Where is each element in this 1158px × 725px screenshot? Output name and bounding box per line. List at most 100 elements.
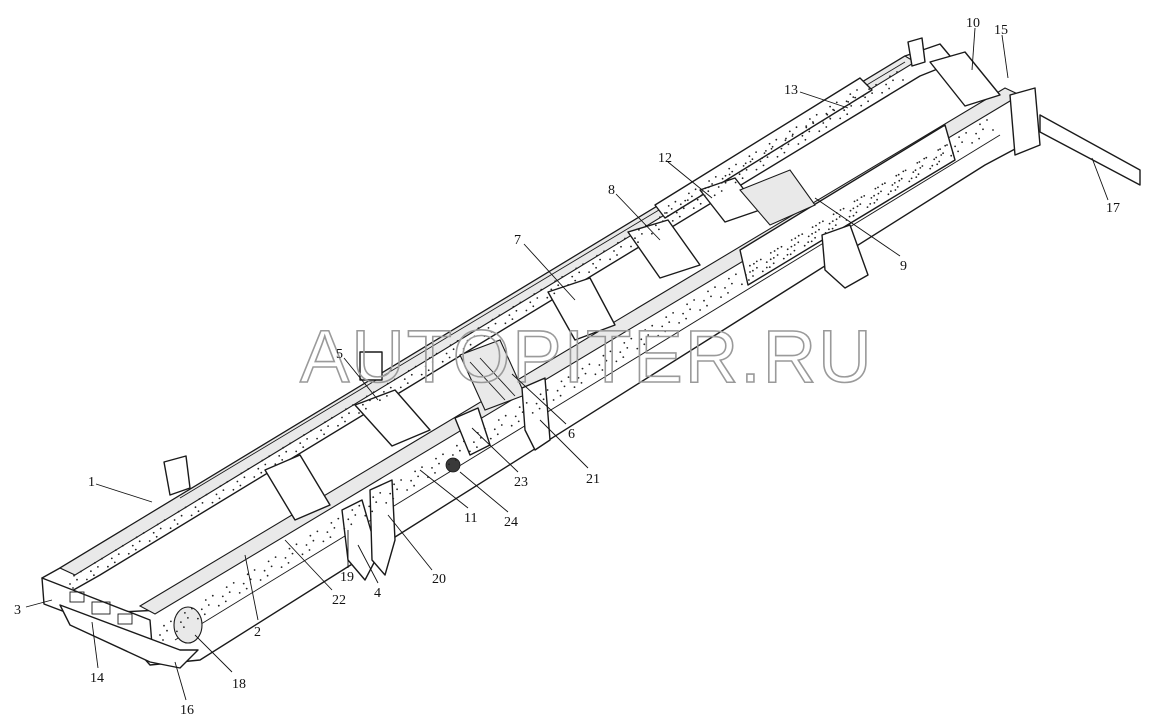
rivet-hole	[759, 258, 762, 261]
rivet-hole	[535, 402, 538, 405]
rivet-hole	[532, 305, 535, 308]
cross-member-7	[547, 277, 616, 341]
leader-16	[174, 661, 187, 701]
rivet-hole	[897, 173, 900, 176]
front-upright-post	[163, 455, 191, 496]
rivet-hole	[385, 502, 388, 504]
rivet-hole	[877, 192, 880, 195]
rivet-hole	[875, 83, 877, 86]
rivet-hole	[556, 389, 559, 392]
rivet-hole	[807, 235, 810, 238]
rivet-hole	[788, 140, 790, 143]
rivet-hole	[588, 271, 590, 273]
rivet-hole	[919, 167, 922, 169]
rivet-hole	[207, 604, 210, 606]
rivet-hole	[257, 467, 260, 470]
rivet-hole	[790, 239, 793, 241]
rivet-hole	[896, 71, 898, 73]
rivet-hole	[345, 408, 347, 411]
rivet-hole	[694, 188, 697, 191]
leader-3	[25, 599, 53, 608]
rivet-hole	[399, 386, 402, 389]
rivet-hole	[268, 455, 271, 458]
front-bumper-hole-3	[117, 613, 133, 625]
callout-24: 24	[504, 515, 518, 530]
rear-spring-bracket-upper	[739, 169, 816, 226]
rivet-hole	[203, 613, 206, 616]
rivet-hole	[682, 207, 685, 210]
rivet-hole	[301, 553, 304, 556]
rivet-hole	[661, 325, 664, 328]
cross-member-5	[354, 389, 431, 447]
rivet-hole	[184, 506, 187, 509]
rivet-hole	[329, 536, 332, 538]
rivet-hole	[571, 275, 574, 278]
rivet-hole	[371, 510, 374, 513]
cross-member-8	[627, 219, 701, 279]
rivet-hole	[888, 87, 890, 90]
rivet-hole	[756, 266, 758, 269]
rivet-hole	[599, 258, 601, 261]
rivet-hole	[477, 327, 480, 329]
rivet-hole	[114, 549, 117, 551]
rivet-hole	[825, 126, 828, 128]
rivet-hole	[261, 459, 264, 462]
rivet-hole	[173, 519, 176, 521]
rivet-hole	[794, 237, 797, 240]
callout-19: 19	[340, 570, 354, 585]
rivet-hole	[375, 501, 378, 503]
rivet-hole	[815, 113, 818, 116]
leader-18	[194, 634, 233, 673]
rivet-hole	[975, 132, 977, 135]
rivet-hole	[728, 173, 731, 176]
rivet-hole	[594, 373, 597, 376]
callout-21: 21	[586, 472, 600, 487]
rivet-hole	[211, 594, 214, 597]
leader-6	[511, 373, 567, 425]
rivet-hole	[728, 277, 730, 280]
rivet-hole	[876, 198, 878, 201]
rivet-hole	[431, 361, 434, 363]
rivet-hole	[775, 138, 778, 141]
rivet-hole	[692, 207, 695, 210]
rivet-hole	[166, 629, 168, 632]
rivet-hole	[263, 569, 266, 572]
cross-member-10	[929, 51, 1001, 107]
rivet-hole	[86, 578, 88, 581]
rivet-hole	[795, 126, 798, 129]
callout-labels: 1 2 3 4 5 6 7 8 9 10 11 12 13 14 15 16 1…	[14, 16, 1120, 718]
rivet-hole	[630, 245, 632, 248]
rivet-hole	[330, 522, 333, 524]
rivet-hole	[885, 83, 887, 86]
rivet-hole	[546, 296, 549, 299]
rivet-hole	[731, 282, 733, 285]
rivet-hole	[187, 617, 189, 619]
rivet-hole	[745, 274, 747, 276]
part-24-roller	[445, 457, 461, 473]
rivet-hole	[246, 573, 249, 576]
rivet-hole	[720, 190, 723, 192]
rivet-hole	[609, 258, 611, 261]
rivet-hole	[815, 224, 817, 227]
rivet-hole	[803, 244, 806, 247]
rivet-hole	[731, 170, 734, 173]
rivet-hole	[793, 249, 796, 252]
rivet-hole	[420, 373, 423, 376]
rivet-hole	[542, 398, 545, 401]
rivet-hole	[598, 364, 601, 366]
rivet-hole	[939, 148, 941, 151]
rivet-hole	[783, 151, 786, 154]
rivet-hole	[765, 266, 768, 269]
rivet-hole	[640, 338, 643, 341]
rivet-hole	[369, 399, 371, 402]
rivet-hole	[812, 121, 814, 123]
rivet-hole	[908, 180, 911, 183]
rivet-hole	[320, 429, 322, 432]
rivet-hole	[366, 395, 368, 398]
rivet-hole	[619, 351, 622, 353]
rivet-hole	[514, 415, 517, 418]
rivet-hole	[748, 279, 750, 281]
rivet-hole	[466, 339, 469, 342]
rivet-hole	[856, 199, 859, 202]
rivet-hole	[577, 377, 580, 379]
